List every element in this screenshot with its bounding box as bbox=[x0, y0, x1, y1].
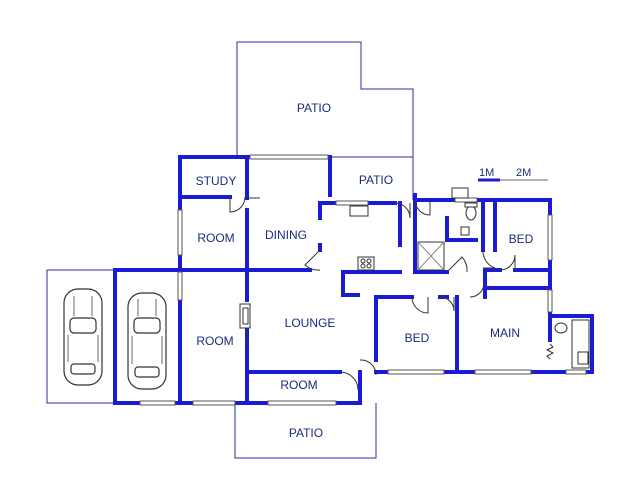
window-garage-bottom bbox=[139, 400, 176, 406]
door-bed-middle bbox=[411, 296, 429, 314]
room-labels: PATIO PATIO STUDY ROOM DINING BED LOUNGE… bbox=[196, 101, 534, 440]
wall-kitchen-top bbox=[318, 201, 397, 220]
shower-diag-2 bbox=[417, 241, 445, 271]
door-bath bbox=[414, 199, 431, 216]
label-patio-top: PATIO bbox=[297, 101, 331, 115]
label-study: STUDY bbox=[196, 174, 237, 188]
scale-label-2m: 2M bbox=[516, 167, 531, 179]
door-bed-right bbox=[482, 249, 496, 269]
windows bbox=[139, 154, 587, 406]
stove bbox=[357, 256, 375, 271]
label-room-left-top: ROOM bbox=[197, 231, 234, 245]
door-patio-kitchen bbox=[394, 202, 411, 219]
car-left bbox=[63, 288, 103, 386]
car-right-windshield bbox=[133, 317, 161, 334]
label-bed-right: BED bbox=[509, 232, 534, 246]
stove-plate-2 bbox=[366, 258, 372, 264]
patio-bottom-outline bbox=[234, 403, 377, 459]
scale-bar: 1M 2M bbox=[478, 167, 548, 182]
window-ensuite-bottom bbox=[565, 369, 587, 375]
stove-plate-3 bbox=[360, 263, 366, 269]
window-dining-top bbox=[249, 154, 329, 160]
stove-plate-1 bbox=[360, 258, 366, 264]
window-main-bottom bbox=[474, 369, 532, 375]
window-bed-right bbox=[547, 214, 553, 261]
car-right-body bbox=[127, 292, 167, 390]
carport-outline bbox=[46, 269, 115, 404]
wall-bath-block bbox=[413, 193, 449, 274]
fireplace-inner bbox=[242, 307, 249, 325]
window-kitchen-top bbox=[335, 200, 369, 206]
window-bottom-room bbox=[267, 400, 337, 406]
walls bbox=[113, 155, 594, 405]
label-lounge: LOUNGE bbox=[285, 316, 336, 330]
door-main bbox=[469, 282, 485, 298]
window-bed-middle-bottom bbox=[387, 369, 445, 375]
car-left-windshield bbox=[69, 317, 97, 334]
label-bed-middle: BED bbox=[405, 331, 430, 345]
car-left-rear-window bbox=[70, 363, 96, 375]
window-garage-left bbox=[177, 271, 183, 301]
label-dining: DINING bbox=[265, 228, 307, 242]
fixtures bbox=[239, 187, 590, 369]
ensuite-door-zigzag bbox=[545, 343, 555, 360]
label-room-left-bottom: ROOM bbox=[196, 334, 233, 348]
label-patio-bottom: PATIO bbox=[289, 426, 323, 440]
bath-toilet bbox=[465, 205, 477, 221]
window-study-left bbox=[177, 209, 183, 256]
window-main-right bbox=[547, 289, 553, 313]
wall-study-dining-top bbox=[178, 155, 252, 202]
door-bath-passage bbox=[446, 256, 468, 273]
door-kitchen bbox=[304, 249, 321, 271]
ensuite-basin bbox=[577, 351, 589, 365]
patio-outlines bbox=[46, 41, 414, 459]
car-right-rear-window bbox=[134, 366, 160, 378]
window-bath-top bbox=[454, 197, 478, 203]
doors bbox=[229, 196, 516, 391]
door-lounge-entry bbox=[359, 359, 377, 376]
car-right bbox=[127, 292, 167, 390]
door-study bbox=[229, 196, 246, 213]
label-patio-middle: PATIO bbox=[359, 173, 393, 187]
door-bed-middle-2 bbox=[439, 296, 455, 312]
ensuite-toilet bbox=[554, 322, 568, 334]
bath-basin bbox=[451, 187, 469, 199]
scale-label-1m: 1M bbox=[479, 167, 494, 179]
wall-kitchen-bottom bbox=[341, 270, 360, 297]
bath-toilet-tank bbox=[464, 202, 478, 208]
patio-top-outline bbox=[236, 41, 414, 157]
door-lounge-room bbox=[339, 371, 359, 391]
label-main: MAIN bbox=[490, 326, 520, 340]
kitchen-sink bbox=[349, 205, 369, 217]
label-room-bottom: ROOM bbox=[280, 378, 317, 392]
stove-plate-4 bbox=[366, 263, 372, 269]
bath-cistern-small bbox=[460, 226, 470, 236]
car-left-body bbox=[63, 288, 103, 386]
wall-bed-middle bbox=[374, 295, 414, 362]
door-bed-right-2 bbox=[499, 254, 516, 271]
window-bottom-room-left bbox=[192, 400, 236, 406]
